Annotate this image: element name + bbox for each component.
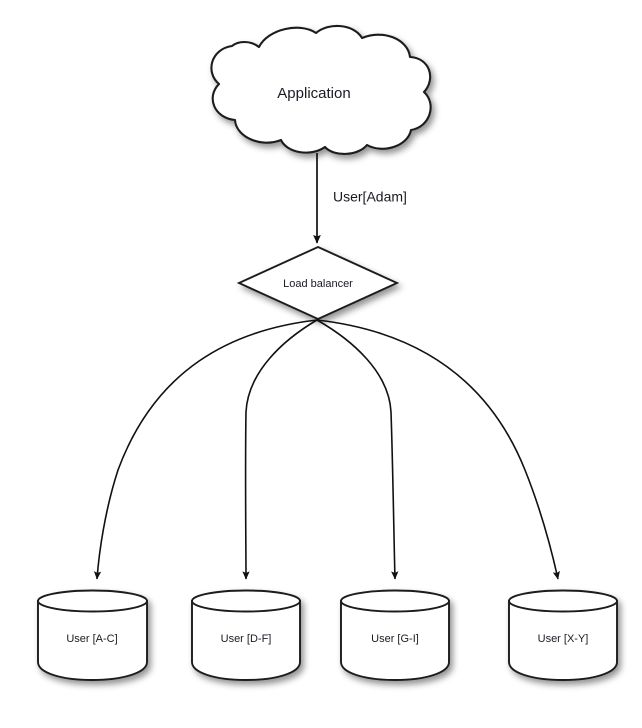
edge-curve-to-db-3 bbox=[316, 319, 399, 580]
cloud-label: Application bbox=[277, 85, 350, 102]
node-database-3[interactable]: User [G-I] bbox=[340, 589, 450, 681]
node-database-2[interactable]: User [D-F] bbox=[191, 589, 301, 681]
database-top-ellipse bbox=[37, 589, 148, 613]
edge-curve-to-db-1 bbox=[93, 319, 318, 580]
node-database-4[interactable]: User [X-Y] bbox=[508, 589, 618, 681]
edge-curve-to-db-4 bbox=[316, 319, 560, 580]
edge-application-to-load-balancer: User[Adam] bbox=[313, 153, 407, 244]
database-top-ellipse bbox=[191, 589, 301, 613]
database-icon bbox=[37, 600, 148, 681]
database-top-ellipse bbox=[508, 589, 618, 613]
edge-label-user-adam: User[Adam] bbox=[333, 189, 407, 205]
diamond-label: Load balancer bbox=[283, 278, 353, 290]
database-label: User [D-F] bbox=[221, 633, 272, 645]
database-icon bbox=[191, 600, 301, 681]
node-application[interactable]: Application bbox=[210, 25, 432, 155]
edge-curve-to-db-2 bbox=[242, 319, 318, 580]
node-load-balancer[interactable]: Load balancer bbox=[236, 245, 400, 321]
cloud-icon bbox=[210, 25, 432, 155]
database-top-ellipse bbox=[340, 589, 450, 613]
database-label: User [G-I] bbox=[371, 633, 419, 645]
edges-load-balancer-to-databases bbox=[93, 319, 560, 580]
database-icon bbox=[340, 600, 450, 681]
database-label: User [A-C] bbox=[66, 633, 117, 645]
node-database-1[interactable]: User [A-C] bbox=[37, 589, 148, 681]
database-label: User [X-Y] bbox=[538, 633, 589, 645]
database-icon bbox=[508, 600, 618, 681]
diamond-icon bbox=[236, 245, 400, 321]
